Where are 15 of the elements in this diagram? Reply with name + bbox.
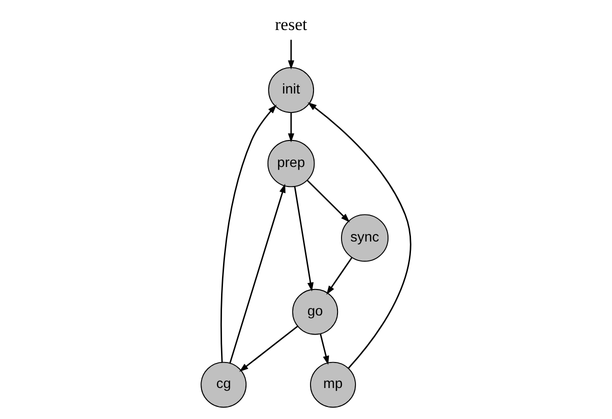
arrow [288,40,294,70]
arrow [239,326,298,372]
node-circle: cg [200,362,247,408]
arrow [229,184,286,364]
arrow [308,102,412,369]
node-circle: mp [310,362,356,408]
arrow [306,180,350,222]
arrow [294,186,314,292]
arrow [288,112,294,142]
arrow [326,257,352,295]
node-text: reset [274,15,308,34]
arrow [320,334,330,365]
node-circle: go [292,288,338,335]
node-circle: prep [267,140,315,188]
arrow [220,104,277,362]
